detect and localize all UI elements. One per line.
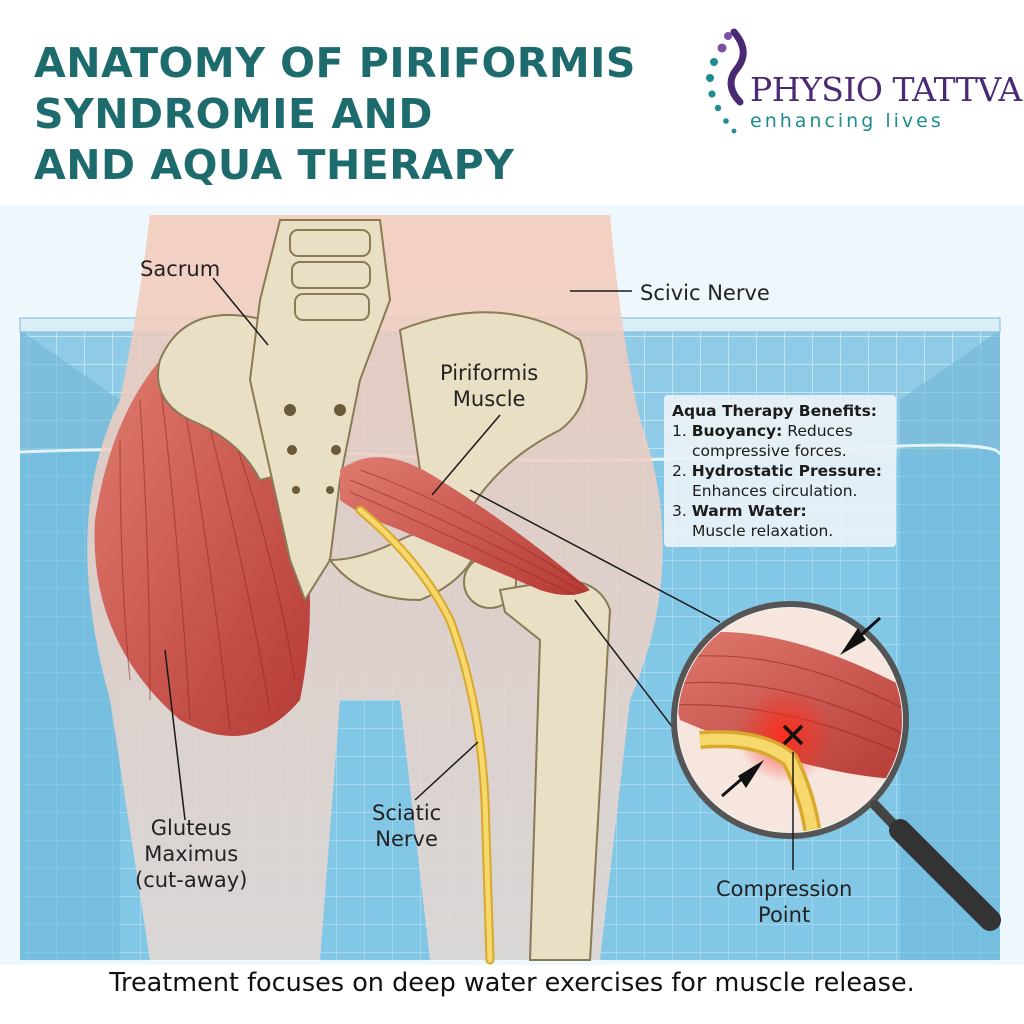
benefit-detail-2: Enhances circulation. (692, 482, 858, 500)
spine-dots-icon (706, 28, 747, 134)
benefit-item-3: 3. Warm Water: (672, 502, 807, 520)
label-sacrum-text: Sacrum (140, 257, 221, 281)
label-gluteus-maximus: Gluteus Maximus (cut-away) (135, 815, 247, 893)
label-compression-line2: Point (758, 903, 811, 927)
label-gluteus-line1: Gluteus (150, 816, 232, 840)
treatment-caption: Treatment focuses on deep water exercise… (109, 968, 915, 998)
label-sacrum: Sacrum (140, 256, 220, 282)
logo-name: PHYSIO TATTVA (750, 70, 1022, 109)
label-piriformis-line2: Muscle (452, 387, 526, 411)
pelvis-bones (157, 219, 612, 961)
title-line-3: AND AQUA THERAPY (34, 141, 515, 189)
label-compression-line1: Compression (716, 877, 853, 901)
benefits-heading: Aqua Therapy Benefits: (672, 402, 877, 420)
label-compression-point: Compression Point (716, 876, 852, 928)
physio-tattva-logo: PHYSIO TATTVA enhancing lives (700, 28, 1022, 138)
label-piriformis-muscle: Piriformis Muscle (440, 360, 538, 412)
compression-x-icon (782, 724, 804, 746)
label-piriformis-line1: Piriformis (440, 361, 539, 385)
label-sciatic-line1: Sciatic (372, 801, 442, 825)
label-gluteus-line2: Maximus (144, 842, 239, 866)
page-title: ANATOMY OF PIRIFORMIS SYNDROMIE AND AND … (34, 38, 636, 191)
label-scivic-nerve: Scivic Nerve (640, 280, 770, 306)
logo-tagline: enhancing lives (750, 110, 944, 132)
benefit-item-2: 2. Hydrostatic Pressure: (672, 462, 882, 480)
sciatic-nerve (355, 505, 495, 965)
title-line-1: ANATOMY OF PIRIFORMIS (34, 39, 636, 87)
aqua-therapy-benefits: Aqua Therapy Benefits: 1. Buoyancy: Redu… (664, 395, 896, 547)
magnifier-detail (671, 601, 1001, 931)
compression-arrows (721, 616, 882, 798)
benefit-detail-1: compressive forces. (692, 442, 847, 460)
benefit-item-1: 1. Buoyancy: Reduces (672, 422, 853, 440)
benefit-detail-3: Muscle relaxation. (692, 522, 834, 540)
label-gluteus-line3: (cut-away) (135, 868, 248, 892)
label-sciatic-nerve: Sciatic Nerve (372, 800, 441, 852)
label-sciatic-line2: Nerve (375, 827, 438, 851)
leader-lines (164, 277, 794, 870)
piriformis-muscle (340, 457, 590, 596)
label-scivic-nerve-text: Scivic Nerve (640, 281, 770, 305)
title-line-2: SYNDROMIE AND (34, 90, 433, 138)
